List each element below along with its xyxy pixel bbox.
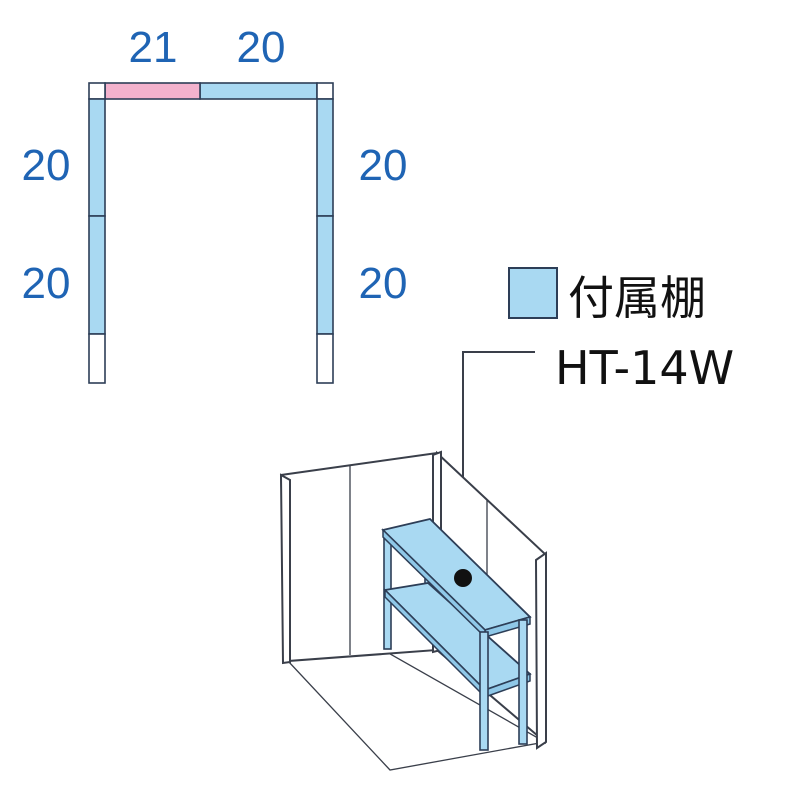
dimension-left-lower: 20 <box>22 259 71 308</box>
dimension-left-upper: 20 <box>22 141 71 190</box>
plan-view: 21 20 20 20 20 20 <box>22 23 408 384</box>
iso-front-right-panel <box>534 551 547 750</box>
legend-name: 付属棚 <box>568 271 706 325</box>
plan-corner-post-left <box>88 82 106 100</box>
plan-corner-post-right <box>316 82 334 100</box>
plan-door-post-left <box>88 333 106 384</box>
plan-accent-top-left <box>104 82 201 100</box>
plan-shelf-left-upper <box>88 98 106 217</box>
dimension-right-upper: 20 <box>359 141 408 190</box>
plan-shelf-top-right <box>199 82 318 100</box>
isometric-view <box>279 450 547 771</box>
legend-swatch <box>508 267 558 319</box>
shelf-front-left-leg <box>479 631 489 751</box>
plan-door-post-right <box>316 333 334 384</box>
legend-model: HT-14W <box>555 341 734 395</box>
iso-left-edge-panel <box>279 473 291 665</box>
dimension-top-left: 21 <box>129 23 178 72</box>
plan-shelf-left-lower <box>88 215 106 335</box>
dimension-right-lower: 20 <box>359 259 408 308</box>
shelf-front-right-leg <box>518 619 528 745</box>
dimension-top-right: 20 <box>237 23 286 72</box>
plan-shelf-right-lower <box>316 215 334 335</box>
plan-shelf-right-upper <box>316 98 334 217</box>
shelf-marker-dot <box>454 569 472 587</box>
